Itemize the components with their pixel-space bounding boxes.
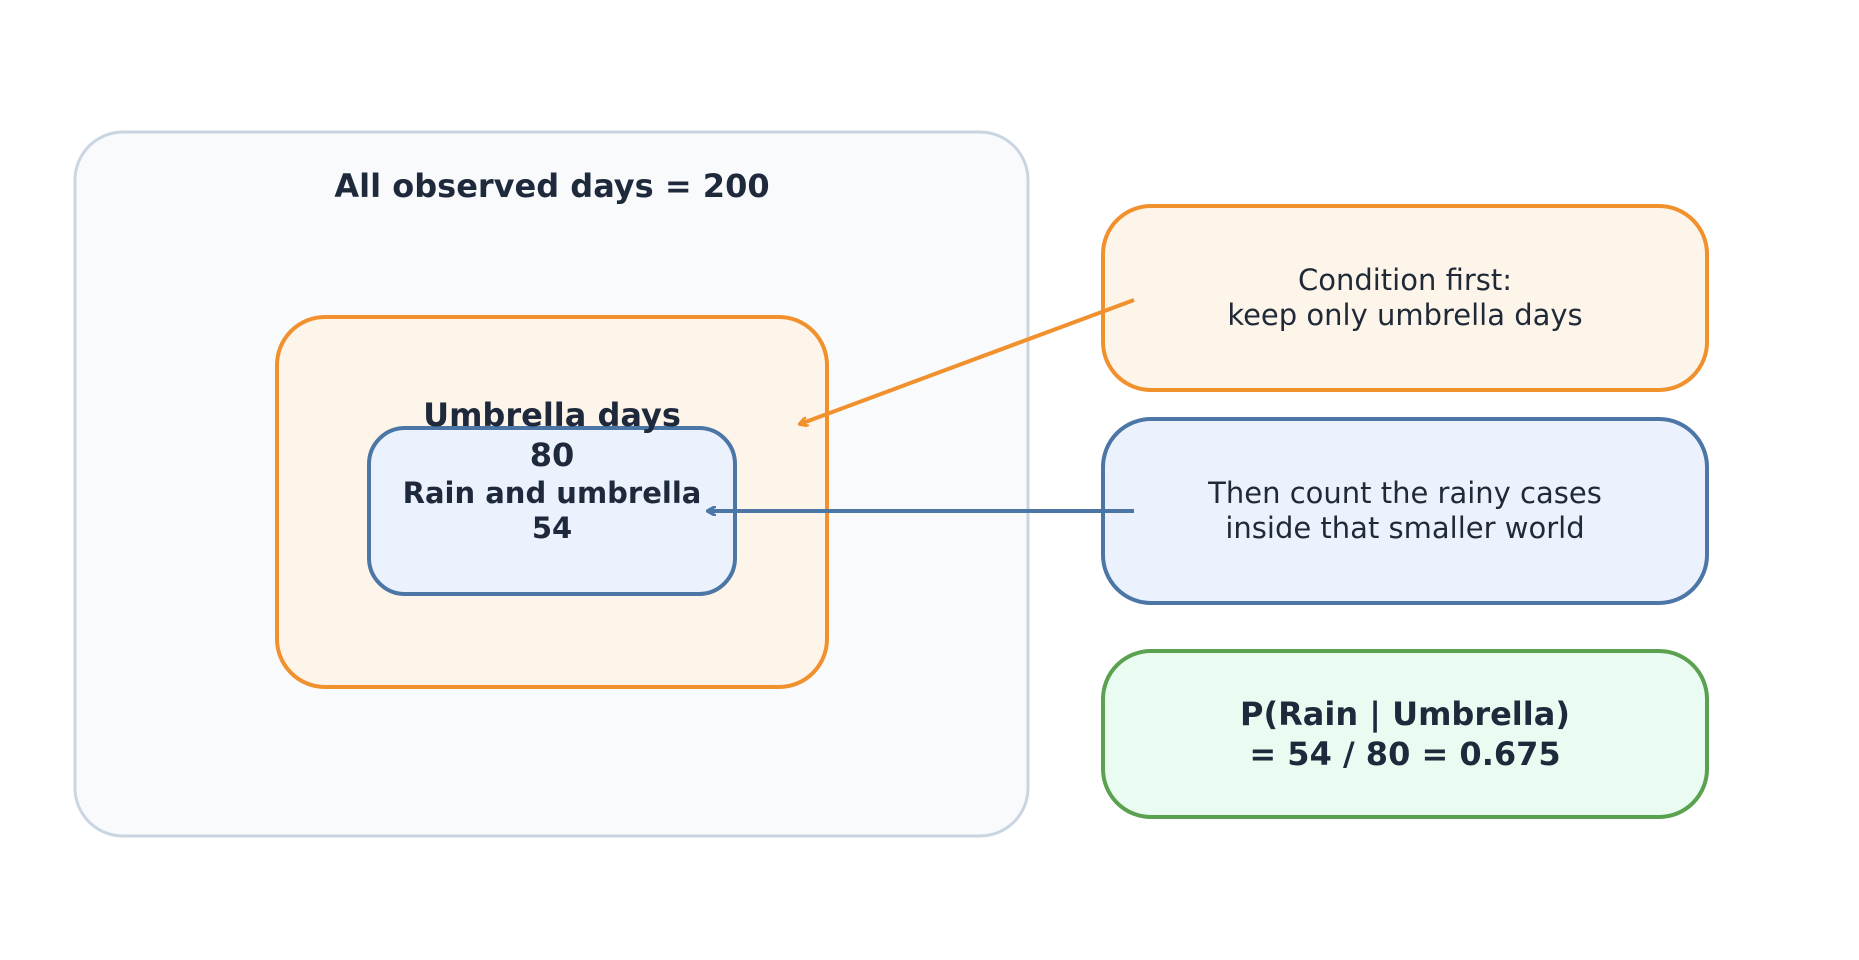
umbrella-days-title: Umbrella days: [423, 396, 681, 434]
condition-arrow: [800, 298, 1135, 424]
rain-and-umbrella-label: Rain and umbrella 54: [372, 473, 732, 549]
umbrella-days-label: Umbrella days 80: [352, 394, 752, 476]
result-box: [1101, 649, 1709, 819]
result-value: = 54 / 80 = 0.675: [1249, 735, 1561, 773]
result-formula: P(Rain | Umbrella): [1240, 695, 1570, 733]
rain-and-umbrella-title: Rain and umbrella: [402, 476, 702, 510]
condition-note-box: [1101, 204, 1709, 392]
rain-and-umbrella-count: 54: [531, 511, 573, 545]
condition-note-text: Condition first: keep only umbrella days: [1227, 263, 1583, 332]
count-note-text: Then count the rainy cases inside that s…: [1208, 476, 1602, 545]
result-text: P(Rain | Umbrella) = 54 / 80 = 0.675: [1110, 690, 1700, 778]
all-days-title: All observed days = 200: [334, 167, 770, 205]
umbrella-days-count: 80: [529, 436, 575, 474]
